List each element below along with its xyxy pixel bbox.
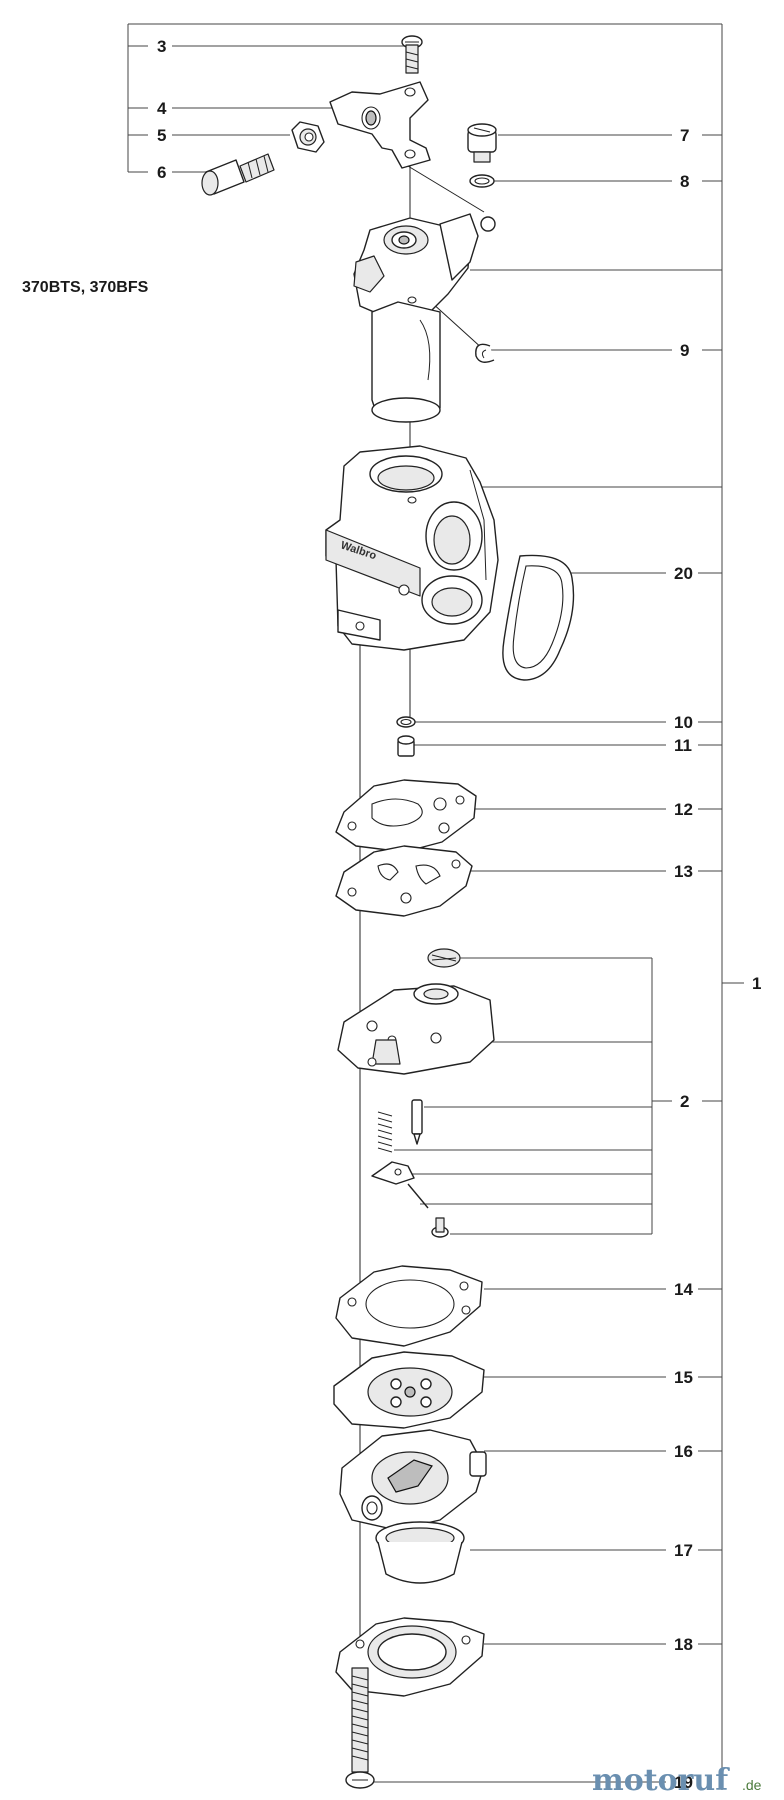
watermark-logo: motoruf .de: [592, 1763, 762, 1798]
part-19-long-screw: [345, 1667, 375, 1789]
callout-2: 2: [680, 1092, 689, 1111]
part-7-idle-screw: [467, 123, 497, 163]
callout-9: 9: [680, 341, 689, 360]
callout-11: 11: [674, 736, 692, 755]
callout-20: 20: [674, 564, 693, 583]
callout-16: 16: [674, 1442, 693, 1461]
part-5-nut: [291, 121, 325, 153]
callout-13: 13: [674, 862, 693, 881]
part-12-gasket: [335, 779, 477, 853]
callout-labels: 3 4 5 6 7 8 9 20 10 11 12 13 1 2 14 15 1…: [22, 37, 761, 1792]
callout-10: 10: [674, 713, 693, 732]
part-15-diaphragm: [333, 1351, 485, 1429]
carburetor-body: Walbro: [325, 445, 499, 651]
callout-7: 7: [680, 126, 689, 145]
callout-17: 17: [674, 1541, 693, 1560]
part-16-pump-cover: [339, 1429, 487, 1531]
part-3-screw: [401, 35, 423, 74]
part-10-oring: [396, 716, 416, 728]
part-11-plug: [397, 735, 415, 757]
throttle-barrel: [353, 213, 496, 423]
callout-1: 1: [752, 974, 761, 993]
part-2-metering-assembly: [337, 948, 495, 1238]
part-13-gasket: [335, 845, 473, 917]
watermark-text: motoruf: [592, 1763, 730, 1798]
callout-15: 15: [674, 1368, 693, 1387]
callout-6: 6: [157, 163, 166, 182]
part-6-adjuster: [201, 153, 275, 196]
callout-4: 4: [157, 99, 167, 118]
callout-12: 12: [674, 800, 693, 819]
model-label: 370BTS, 370BFS: [22, 279, 149, 296]
callout-19: 19: [674, 1773, 693, 1792]
callout-14: 14: [674, 1280, 693, 1299]
assembly-bracket: [127, 23, 723, 1790]
part-14-gasket: [335, 1265, 483, 1347]
part-8-oring: [469, 174, 495, 188]
part-20-gasket: [502, 554, 575, 681]
callout-8: 8: [680, 172, 689, 191]
callout-5: 5: [157, 126, 166, 145]
callout-3: 3: [157, 37, 166, 56]
part-18-cover-plate: [335, 1617, 485, 1697]
part-4-bracket: [329, 81, 431, 169]
callout-18: 18: [674, 1635, 693, 1654]
svg-text:motoruf: motoruf: [592, 1763, 730, 1798]
part-9-clip: [475, 343, 495, 363]
leader-lines: [172, 45, 744, 1783]
watermark-suffix: .de: [742, 1777, 762, 1793]
part-17-primer-cup: [375, 1521, 465, 1584]
